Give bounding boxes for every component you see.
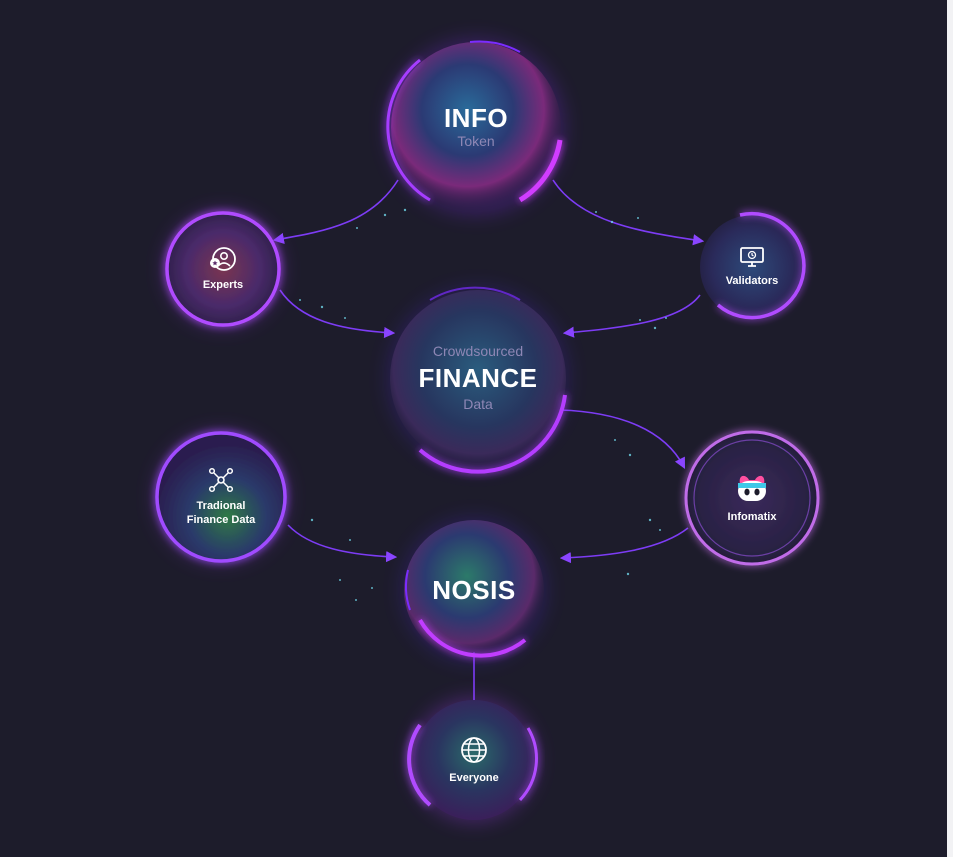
- finance-top-label: Crowdsourced: [432, 342, 524, 359]
- edge-infomatix-nosis: [559, 527, 689, 564]
- edge-trad-nosis: [287, 524, 398, 563]
- infomatix-mascot-icon: [738, 475, 766, 501]
- finance-title: FINANCE: [418, 362, 538, 393]
- info-orb: [386, 39, 564, 215]
- finance-node: Crowdsourced FINANCE Data: [390, 290, 566, 466]
- validators-orb: [700, 211, 806, 320]
- network-nodes-icon: [208, 467, 234, 492]
- traditional-line2: Finance Data: [186, 514, 256, 526]
- expert-user-icon: [210, 246, 236, 271]
- nosis-title: NOSIS: [432, 574, 516, 605]
- edge-validators-finance: [562, 294, 701, 338]
- traditional-line1: Tradional: [196, 499, 246, 512]
- monitor-icon: [740, 246, 764, 267]
- experts-label: Experts: [202, 278, 244, 291]
- info-subtitle: Token: [457, 132, 495, 149]
- edge-info-experts: [272, 179, 399, 244]
- info-node: INFO Token: [391, 42, 561, 212]
- everyone-orb: [407, 698, 538, 822]
- edge-finance-infomatix: [559, 409, 686, 469]
- nosis-orb: [402, 518, 546, 662]
- right-edge-strip: [947, 0, 953, 857]
- globe-icon: [461, 736, 487, 763]
- info-title: INFO: [443, 103, 509, 134]
- traditional-finance-orb: [155, 431, 287, 563]
- traditional-finance-node: Tradional Finance Data: [157, 433, 285, 561]
- nosis-node: NOSIS: [404, 520, 544, 660]
- infomatix-node: Infomatix: [688, 434, 816, 562]
- validators-label: Validators: [725, 274, 779, 287]
- experts-node: Experts: [167, 213, 279, 325]
- finance-bottom-label: Data: [463, 396, 493, 413]
- edge-experts-finance: [279, 289, 396, 339]
- finance-orb: [388, 286, 568, 474]
- edge-info-validators: [552, 179, 705, 246]
- connector-arrows: [272, 179, 705, 731]
- infomatix-label: Infomatix: [727, 510, 777, 523]
- everyone-node: Everyone: [414, 700, 534, 820]
- everyone-label: Everyone: [449, 771, 499, 784]
- sparkle-dots: [299, 208, 667, 601]
- validators-node: Validators: [700, 215, 804, 319]
